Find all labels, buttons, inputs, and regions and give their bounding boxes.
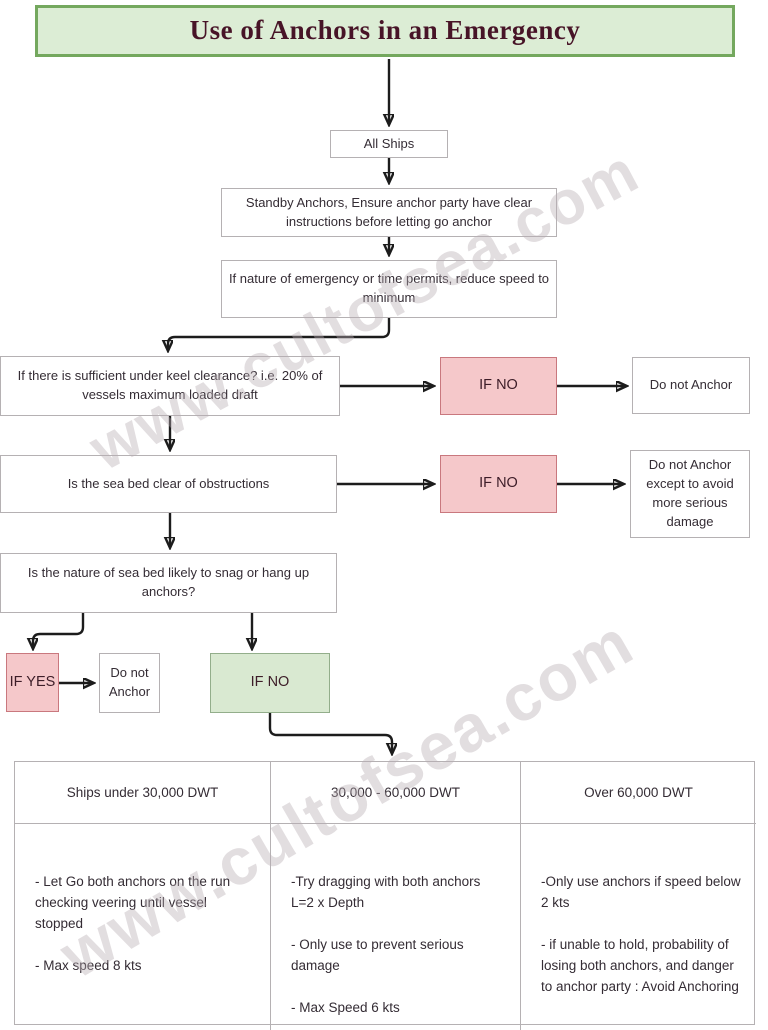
node-do-not-anchor-1: Do not Anchor — [632, 357, 750, 414]
arrow-ifno3-to-table — [268, 713, 392, 753]
table-cell-line: - Let Go both anchors on the run checkin… — [35, 874, 231, 931]
table-header-over-60000: Over 60,000 DWT — [521, 762, 756, 824]
node-do-not-anchor-3: Do not Anchor — [99, 653, 160, 713]
table-header-30000-60000: 30,000 - 60,000 DWT — [271, 762, 521, 824]
node-reduce-speed: If nature of emergency or time permits, … — [221, 260, 557, 318]
node-if-no-2: IF NO — [440, 455, 557, 513]
table-cell-30000-60000: -Try dragging with both anchors L=2 x De… — [271, 824, 521, 1030]
table-cell-line: - if unable to hold, probability of losi… — [541, 936, 739, 994]
arrow-snag-to-ifyes — [33, 613, 85, 648]
node-snag-anchors: Is the nature of sea bed likely to snag … — [0, 553, 337, 613]
node-if-no-1: IF NO — [440, 357, 557, 415]
page-title: Use of Anchors in an Emergency — [35, 5, 735, 57]
table-header-under-30000: Ships under 30,000 DWT — [15, 762, 271, 824]
table-cell-line: -Try dragging with both anchors L=2 x De… — [291, 874, 481, 910]
dwt-table: Ships under 30,000 DWT 30,000 - 60,000 D… — [14, 761, 756, 1030]
table-cell-line: - Only use to prevent serious damage — [291, 936, 464, 973]
table-cell-over-60000: -Only use anchors if speed below 2 kts -… — [521, 824, 756, 1030]
arrow-speed-to-keel — [168, 318, 391, 350]
node-standby-anchors: Standby Anchors, Ensure anchor party hav… — [221, 188, 557, 237]
node-sea-bed-clear: Is the sea bed clear of obstructions — [0, 455, 337, 513]
table-cell-line: - Max speed 8 kts — [35, 957, 142, 973]
node-do-not-anchor-2: Do not Anchor except to avoid more serio… — [630, 450, 750, 538]
table-cell-line: -Only use anchors if speed below 2 kts — [541, 874, 741, 910]
node-all-ships: All Ships — [330, 130, 448, 158]
table-cell-under-30000: - Let Go both anchors on the run checkin… — [15, 824, 271, 1030]
node-if-no-3: IF NO — [210, 653, 330, 713]
node-if-yes: IF YES — [6, 653, 59, 712]
table-cell-line: - Max Speed 6 kts — [291, 999, 400, 1015]
node-keel-clearance: If there is sufficient under keel cleara… — [0, 356, 340, 416]
